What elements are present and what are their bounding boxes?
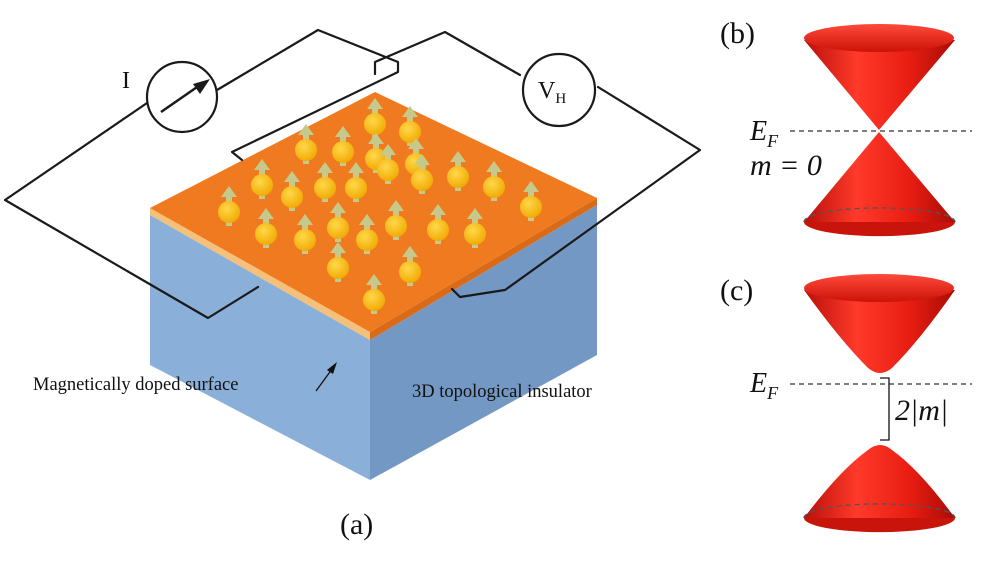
spin-moment — [218, 186, 240, 226]
spin-moment — [399, 246, 421, 286]
gap-label: 2|m| — [895, 394, 948, 427]
spin-moment — [464, 208, 486, 248]
ammeter-label: I — [122, 68, 130, 94]
fermi-label-b: EF — [749, 116, 779, 151]
panel-c-label: (c) — [720, 274, 753, 307]
fermi-label-c: EF — [749, 368, 779, 403]
lower-cone-base-back — [803, 207, 956, 223]
spin-moment — [356, 214, 378, 254]
spin-moment — [295, 124, 317, 164]
spin-moment — [447, 151, 469, 191]
spin-moment — [251, 159, 273, 199]
spin-moment — [327, 202, 349, 242]
spin-moment — [255, 208, 277, 248]
spin-moment — [327, 242, 349, 282]
spin-moment — [363, 274, 385, 314]
bulk-label: 3D topological insulator — [412, 382, 592, 402]
spin-moment — [281, 171, 303, 211]
bulk-side-face — [370, 205, 597, 480]
upper-cone-rim — [804, 24, 954, 52]
panel-c: (c) EF 2|m| — [720, 274, 972, 533]
spin-moment — [345, 162, 367, 202]
spin-moment — [399, 106, 421, 146]
mass-label-b: m = 0 — [750, 149, 822, 182]
spin-moment — [377, 144, 399, 184]
panel-b: (b) EF m = 0 — [720, 17, 972, 237]
panel-b-label: (b) — [720, 17, 755, 50]
spin-moment — [411, 154, 433, 194]
spin-array — [218, 98, 542, 314]
upper-dirac-cone — [804, 40, 955, 130]
panel-a-label: (a) — [340, 508, 373, 541]
surface-top — [150, 92, 597, 332]
panel-a: I VH Magnetically doped surface 3D topol… — [3, 28, 702, 541]
spin-moment — [364, 98, 386, 138]
spin-moment — [427, 204, 449, 244]
spin-moment — [332, 126, 354, 166]
voltmeter-label: VH — [538, 78, 566, 107]
voltmeter: VH — [521, 52, 597, 128]
surface-pointer-arrowhead — [327, 362, 337, 374]
surface-layer-front — [150, 208, 370, 340]
hall-loop-wire — [373, 30, 702, 299]
lower-cone-base — [804, 222, 955, 237]
spin-moment — [314, 162, 336, 202]
lower-band-base — [804, 518, 955, 533]
ammeter: I — [122, 60, 219, 134]
lower-dirac-cone — [804, 132, 955, 222]
current-loop-wire — [3, 28, 400, 320]
spin-moment — [520, 181, 542, 221]
lower-gapped-band — [804, 445, 955, 518]
lower-band-base-back — [803, 503, 956, 519]
spin-moment — [483, 161, 505, 201]
spin-moment — [385, 200, 407, 240]
gap-bracket — [880, 377, 890, 441]
upper-band-rim — [804, 274, 954, 302]
surface-label: Magnetically doped surface — [33, 375, 238, 395]
spin-moment — [294, 214, 316, 254]
surface-layer-side — [370, 198, 597, 340]
upper-gapped-band — [804, 290, 955, 373]
bulk-front-face — [150, 215, 370, 480]
